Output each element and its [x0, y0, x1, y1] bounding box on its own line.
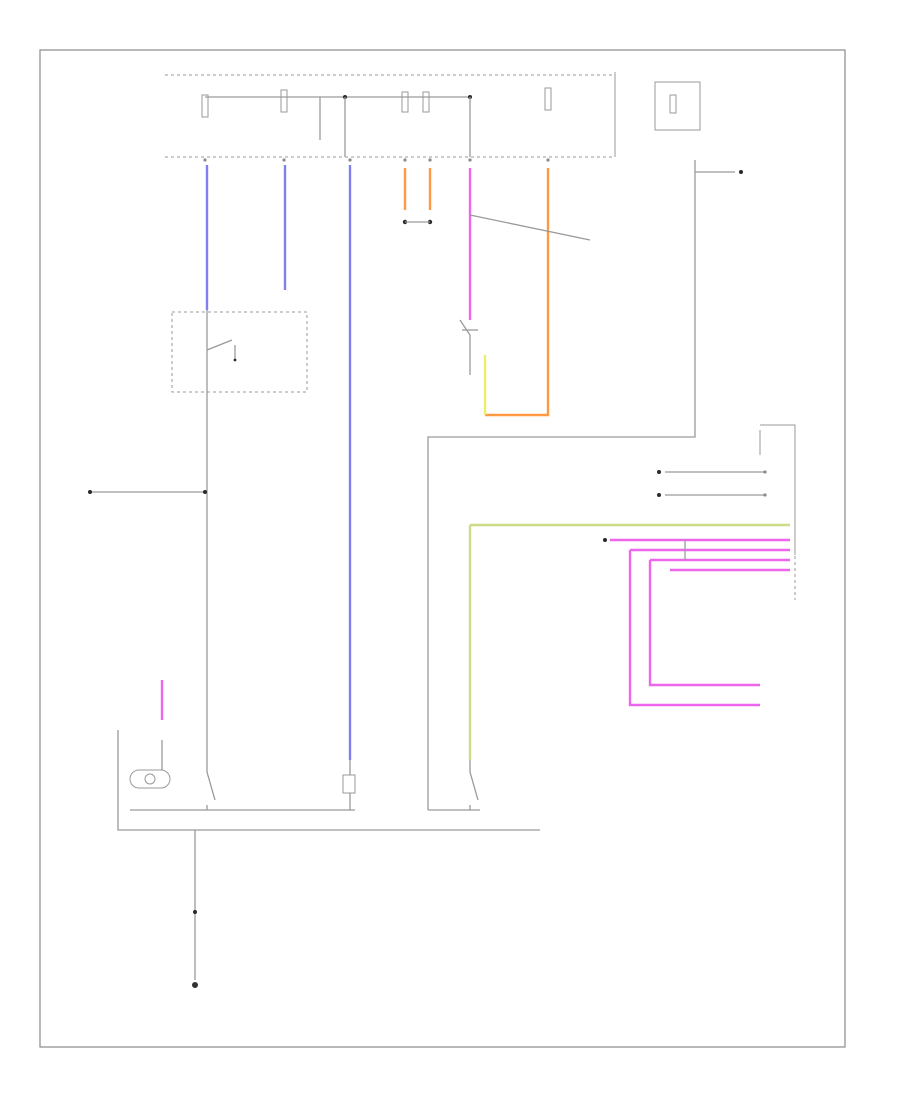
module-wire: [427, 160, 696, 760]
diagram-frame: [39, 49, 846, 1048]
ground-icon: [192, 982, 198, 988]
lamp-icon: [129, 740, 171, 789]
switch-icon: [206, 760, 479, 810]
switch-icon: [459, 319, 478, 375]
leader-line: [469, 214, 591, 241]
brake-switch-module: [171, 310, 308, 440]
fuse-junction-box: [165, 72, 701, 158]
connector-icon: [203, 158, 550, 162]
control-module: [603, 424, 796, 600]
ground-bus: [117, 730, 540, 831]
connector-icon: [402, 219, 433, 225]
fuse-icon: [201, 87, 677, 118]
